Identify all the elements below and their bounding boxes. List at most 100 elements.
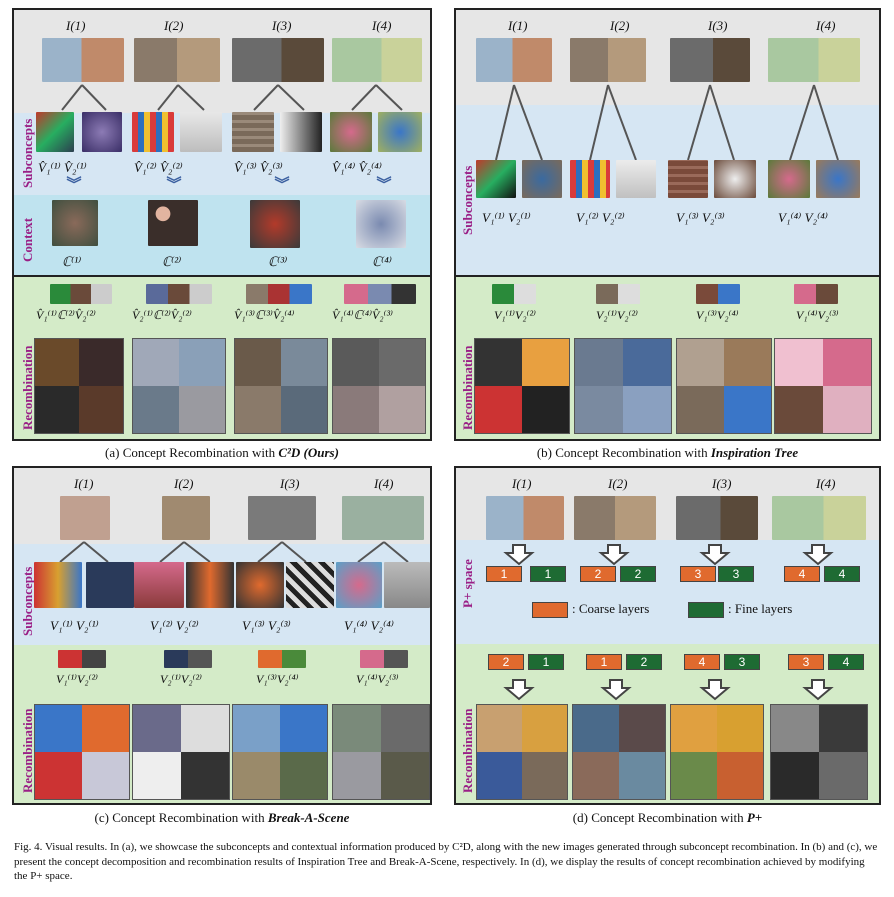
- subconcept-image: [668, 160, 708, 198]
- subconcept-label: V₁⁽⁴⁾ V₂⁽⁴⁾: [344, 618, 394, 633]
- fine-layer-box: 4: [824, 566, 860, 582]
- subconcept-label: V̂₁⁽³⁾ V̂₂⁽³⁾: [234, 160, 283, 175]
- input-label: I(4): [816, 18, 836, 33]
- side-label-p-plus-space: P+ space: [460, 559, 475, 608]
- input-image-wolf: [670, 38, 750, 82]
- input-image-bird: [768, 38, 860, 82]
- chevron-down-icon: ︾: [376, 177, 392, 193]
- subconcept-label: V̂₁⁽⁴⁾ V̂₂⁽⁴⁾: [332, 160, 382, 175]
- coarse-layer-box: 1: [586, 654, 622, 670]
- recomb-thumb: [146, 284, 212, 304]
- recomb-thumb: [794, 284, 838, 304]
- caption-a-method: C²D (Ours): [278, 445, 339, 460]
- result-grid: [232, 704, 328, 800]
- subconcept-image: [180, 112, 222, 152]
- coarse-layer-box: 3: [680, 566, 716, 582]
- subconcept-label: V₁⁽³⁾ V₂⁽³⁾: [676, 210, 725, 225]
- subconcept-label: V₁⁽¹⁾ V₂⁽¹⁾: [50, 618, 99, 633]
- subconcept-image: [816, 160, 860, 198]
- input-label: I(1): [508, 18, 528, 33]
- context-image: [250, 200, 300, 248]
- subconcept-image: [286, 562, 334, 608]
- context-label: ℂ⁽³⁾: [268, 254, 288, 269]
- result-grid: [774, 338, 872, 434]
- input-label: I(3): [272, 18, 292, 33]
- subconcept-label: V₁⁽⁴⁾ V₂⁽⁴⁾: [778, 210, 828, 225]
- subconcept-image: [616, 160, 656, 198]
- input-label: I(2): [610, 18, 630, 33]
- subconcept-label: V₁⁽²⁾ V₂⁽²⁾: [150, 618, 199, 633]
- input-image-mug: [162, 496, 210, 540]
- input-image-bird: [342, 496, 424, 540]
- input-label: I(1): [512, 476, 532, 491]
- recomb-label: V₁⁽⁴⁾V₂⁽³⁾: [796, 308, 839, 322]
- subconcept-label: V₁⁽²⁾ V₂⁽²⁾: [576, 210, 625, 225]
- result-grid: [34, 338, 124, 434]
- subconcept-label: V̂₁⁽¹⁾ V̂₂⁽¹⁾: [38, 160, 87, 175]
- subconcept-image: [330, 112, 372, 152]
- result-grid: [474, 338, 570, 434]
- coarse-layer-box: 2: [488, 654, 524, 670]
- recomb-label: V̂₂⁽¹⁾ℂ⁽²⁾V̂₂⁽²⁾: [132, 308, 192, 322]
- legend-fine-label: : Fine layers: [728, 601, 793, 616]
- caption-d: (d) Concept Recombination with P+: [572, 810, 763, 825]
- panel-b: Subconcepts Recombination I(1) I(2) I(3)…: [454, 8, 881, 441]
- input-image-cat: [476, 38, 552, 82]
- legend-coarse-label: : Coarse layers: [572, 601, 650, 616]
- recomb-label: V₁⁽⁴⁾V₂⁽³⁾: [356, 672, 399, 686]
- input-image-mug: [570, 38, 646, 82]
- input-label: I(4): [816, 476, 836, 491]
- caption-c-method: Break-A-Scene: [267, 810, 350, 825]
- side-label-subconcepts: Subconcepts: [460, 165, 475, 235]
- input-image-mug: [574, 496, 656, 540]
- coarse-layer-box: 4: [684, 654, 720, 670]
- recomb-label: V₁⁽¹⁾V₂⁽²⁾: [494, 308, 536, 322]
- subconcept-image: [236, 562, 284, 608]
- caption-b: (b) Concept Recombination with Inspirati…: [536, 445, 799, 460]
- recomb-label: V₂⁽¹⁾V₂⁽²⁾: [596, 308, 638, 322]
- caption-b-method: Inspiration Tree: [710, 445, 799, 460]
- input-label: I(1): [66, 18, 86, 33]
- fine-layer-box: 3: [718, 566, 754, 582]
- recomb-label: V̂₁⁽⁴⁾ℂ⁽⁴⁾V̂₂⁽³⁾: [332, 308, 394, 322]
- input-image-cat: [60, 496, 110, 540]
- side-label-recombination: Recombination: [460, 708, 475, 794]
- result-grid: [34, 704, 130, 800]
- subconcept-image: [36, 112, 74, 152]
- context-label: ℂ⁽²⁾: [162, 254, 182, 269]
- legend-fine-swatch: [688, 602, 724, 618]
- side-label-context: Context: [20, 217, 35, 262]
- recomb-thumb: [58, 650, 106, 668]
- panel-a: Subconcepts Context Recombination I(1) I…: [12, 8, 432, 441]
- input-image-cat: [42, 38, 124, 82]
- coarse-layer-box: 4: [784, 566, 820, 582]
- coarse-layer-box: 2: [580, 566, 616, 582]
- caption-d-method: P+: [746, 810, 763, 825]
- recomb-thumb: [164, 650, 212, 668]
- chevron-down-icon: ︾: [166, 177, 182, 193]
- recomb-thumb: [344, 284, 416, 304]
- figure-caption: Fig. 4. Visual results. In (a), we showc…: [14, 841, 878, 882]
- context-label: ℂ⁽⁴⁾: [372, 254, 392, 269]
- fine-layer-box: 1: [530, 566, 566, 582]
- fine-layer-box: 1: [528, 654, 564, 670]
- chevron-down-icon: ︾: [66, 177, 82, 193]
- result-grid: [670, 704, 764, 800]
- subconcept-image: [82, 112, 122, 152]
- fine-layer-box: 3: [724, 654, 760, 670]
- result-grid: [332, 704, 430, 800]
- recomb-thumb: [696, 284, 740, 304]
- subconcept-label: V₁⁽³⁾ V₂⁽³⁾: [242, 618, 291, 633]
- panel-c: Subconcepts Recombination I(1) I(2) I(3)…: [12, 466, 432, 805]
- subconcept-label: V₁⁽¹⁾ V₂⁽¹⁾: [482, 210, 531, 225]
- result-grid: [572, 704, 666, 800]
- recomb-thumb: [492, 284, 536, 304]
- subconcept-image: [336, 562, 382, 608]
- recomb-label: V̂₁⁽¹⁾ℂ⁽²⁾V̂₂⁽²⁾: [36, 308, 96, 322]
- input-label: I(2): [608, 476, 628, 491]
- recomb-thumb: [258, 650, 306, 668]
- input-image-wolf: [232, 38, 324, 82]
- coarse-layer-box: 3: [788, 654, 824, 670]
- context-image: [148, 200, 198, 246]
- subconcept-image: [570, 160, 610, 198]
